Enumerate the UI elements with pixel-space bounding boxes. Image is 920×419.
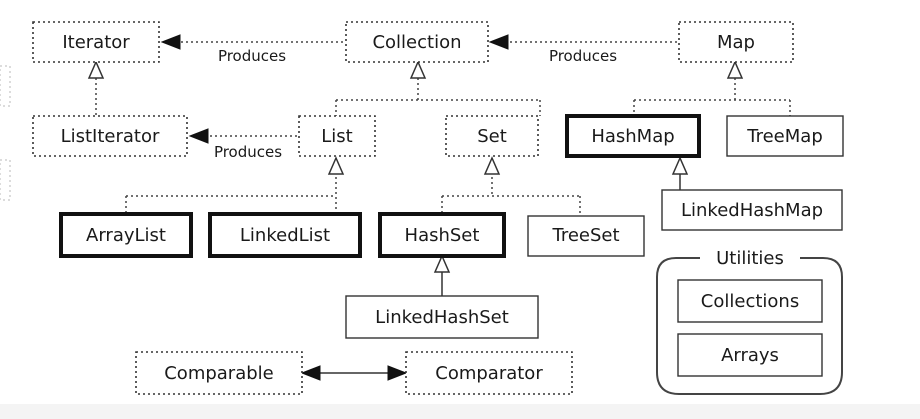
node-list-iterator: ListIterator	[32, 115, 188, 157]
node-linked-hash-set: LinkedHashSet	[345, 295, 539, 339]
node-collection: Collection	[345, 21, 489, 63]
node-array-list: ArrayList	[59, 212, 193, 258]
inherit-arrow-map	[726, 60, 744, 79]
node-label: TreeSet	[551, 225, 619, 246]
node-label: Set	[477, 126, 507, 147]
arrow-head-to-collection	[488, 34, 509, 50]
node-label: Map	[717, 32, 755, 53]
bottom-edge-fade	[0, 404, 920, 419]
inherit-arrow-set	[483, 156, 501, 175]
utilities-group: Utilities Collections Arrays	[656, 248, 843, 395]
node-label: HashSet	[405, 225, 480, 246]
node-iterator: Iterator	[32, 21, 160, 63]
inherit-arrow-hashmap	[671, 156, 689, 175]
node-label: HashMap	[591, 126, 674, 147]
node-tree-map: TreeMap	[726, 115, 844, 157]
node-arrays: Arrays	[721, 345, 779, 366]
node-comparable: Comparable	[135, 351, 303, 395]
node-hash-set: HashSet	[378, 212, 506, 258]
node-label: List	[321, 126, 352, 147]
node-label: Iterator	[62, 32, 130, 53]
edge-label-produces: Produces	[549, 47, 617, 65]
utilities-title: Utilities	[716, 248, 784, 269]
node-map: Map	[678, 21, 794, 63]
node-label: TreeMap	[746, 126, 823, 147]
inherit-arrow-hashset	[433, 254, 451, 273]
node-label: Comparator	[435, 363, 543, 384]
node-arrays-box	[677, 333, 823, 377]
node-label: LinkedHashSet	[375, 307, 509, 328]
edge-label-produces: Produces	[218, 47, 286, 65]
node-collections-box	[677, 279, 823, 323]
node-list: List	[298, 115, 376, 157]
node-label: ArrayList	[86, 225, 166, 246]
left-margin-marks	[0, 65, 11, 201]
node-linked-list: LinkedList	[208, 212, 362, 258]
node-label: LinkedHashMap	[681, 200, 823, 221]
arrow-head-to-comparable	[300, 365, 321, 381]
node-label: LinkedList	[240, 225, 330, 246]
node-collections: Collections	[701, 291, 799, 312]
node-label: Comparable	[164, 363, 274, 384]
arrow-head-to-comparator	[387, 365, 408, 381]
node-linked-hash-map: LinkedHashMap	[661, 189, 843, 231]
node-tree-set: TreeSet	[527, 215, 645, 257]
edge-label-produces: Produces	[214, 143, 282, 161]
node-comparator: Comparator	[405, 351, 573, 395]
inherit-arrow-list	[327, 156, 345, 175]
node-label: ListIterator	[61, 126, 160, 147]
node-set: Set	[445, 115, 539, 157]
connectors	[87, 34, 791, 381]
node-label: Collection	[372, 32, 461, 53]
utilities-frame	[656, 257, 843, 395]
arrow-head-to-iterator	[160, 34, 181, 50]
inherit-arrow-iterator	[87, 60, 105, 79]
arrow-head-to-listiterator	[188, 128, 209, 144]
inherit-arrow-collection	[409, 60, 427, 79]
node-hash-map: HashMap	[565, 114, 701, 158]
